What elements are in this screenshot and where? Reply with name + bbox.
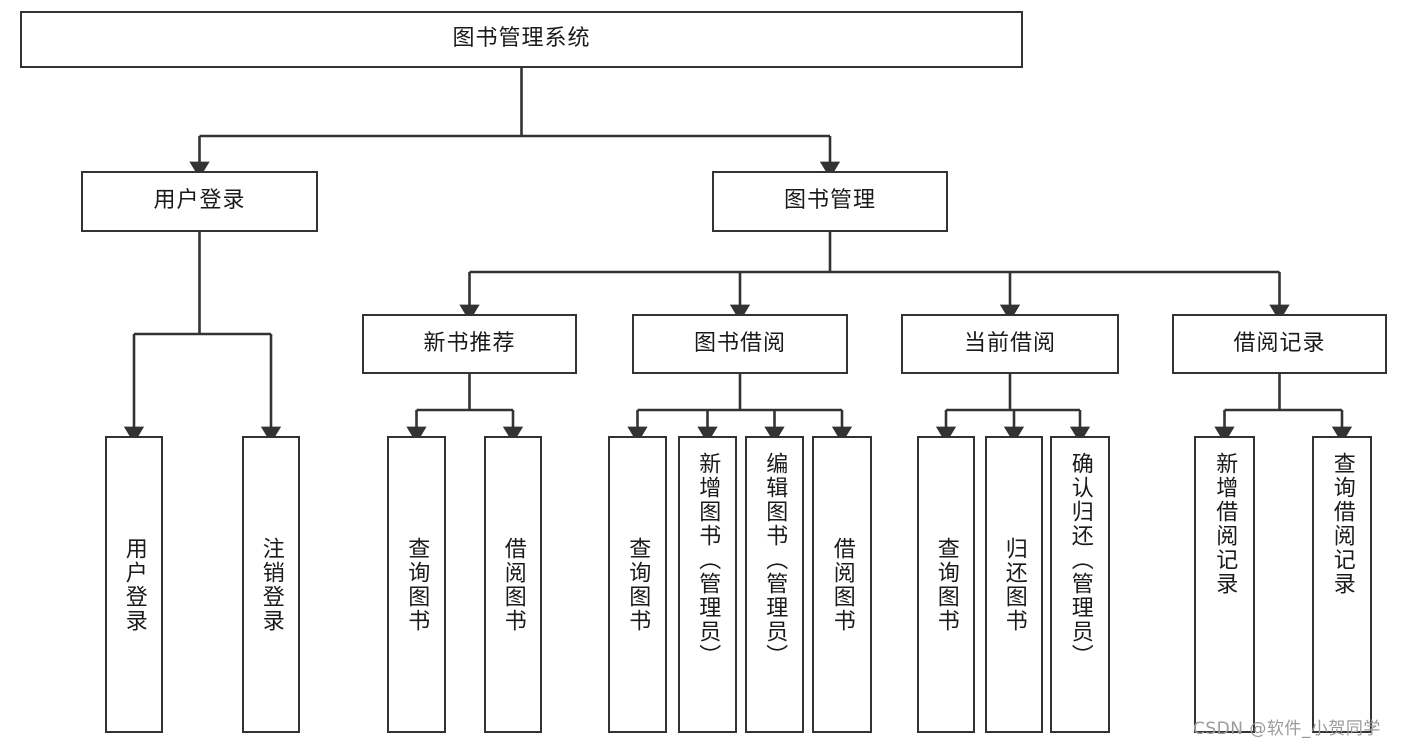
node-l_confirm[interactable]: 确认归还（管理员） xyxy=(1050,436,1110,733)
node-label: 借阅图书 xyxy=(829,536,855,633)
node-label: 查询图书 xyxy=(933,536,959,633)
node-l_user_login[interactable]: 用户登录 xyxy=(105,436,163,733)
node-label: 图书管理 xyxy=(783,188,876,214)
node-l_borrow2[interactable]: 借阅图书 xyxy=(812,436,872,733)
node-l_query_rec[interactable]: 查询借阅记录 xyxy=(1312,436,1372,733)
node-label: 归还图书 xyxy=(1001,536,1027,633)
node-label: 借阅记录 xyxy=(1233,330,1326,356)
node-l_add_rec[interactable]: 新增借阅记录 xyxy=(1194,436,1255,733)
node-label: 查询图书 xyxy=(625,536,651,633)
node-l_query3[interactable]: 查询图书 xyxy=(917,436,975,733)
node-label: 查询借阅记录 xyxy=(1329,452,1355,596)
node-l_add_book[interactable]: 新增图书（管理员） xyxy=(678,436,737,733)
node-label: 新书推荐 xyxy=(423,330,516,356)
node-label: 用户登录 xyxy=(121,536,147,633)
edges xyxy=(123,68,1353,444)
node-l_logout[interactable]: 注销登录 xyxy=(242,436,300,733)
node-book_manage[interactable]: 图书管理 xyxy=(712,171,948,232)
node-label: 新增图书（管理员） xyxy=(695,452,721,668)
node-l_borrow1[interactable]: 借阅图书 xyxy=(484,436,542,733)
node-l_query1[interactable]: 查询图书 xyxy=(387,436,446,733)
node-l_return[interactable]: 归还图书 xyxy=(985,436,1043,733)
node-root[interactable]: 图书管理系统 xyxy=(20,11,1023,68)
node-label: 图书管理系统 xyxy=(452,26,591,52)
node-user_login[interactable]: 用户登录 xyxy=(81,171,318,232)
node-l_query2[interactable]: 查询图书 xyxy=(608,436,667,733)
node-book_borrow[interactable]: 图书借阅 xyxy=(632,314,848,374)
watermark: CSDN @软件_小贺同学 xyxy=(1193,719,1381,739)
node-label: 当前借阅 xyxy=(963,330,1056,356)
node-label: 借阅图书 xyxy=(500,536,526,633)
node-new_book_rec[interactable]: 新书推荐 xyxy=(362,314,577,374)
node-label: 查询图书 xyxy=(404,536,430,633)
node-l_edit_book[interactable]: 编辑图书（管理员） xyxy=(745,436,804,733)
node-label: 编辑图书（管理员） xyxy=(762,452,788,668)
node-label: 注销登录 xyxy=(258,536,284,633)
node-label: 新增借阅记录 xyxy=(1212,452,1238,596)
node-label: 确认归还（管理员） xyxy=(1067,452,1093,668)
node-label: 图书借阅 xyxy=(693,330,786,356)
node-borrow_record[interactable]: 借阅记录 xyxy=(1172,314,1387,374)
node-label: 用户登录 xyxy=(153,188,246,214)
node-cur_borrow[interactable]: 当前借阅 xyxy=(901,314,1119,374)
